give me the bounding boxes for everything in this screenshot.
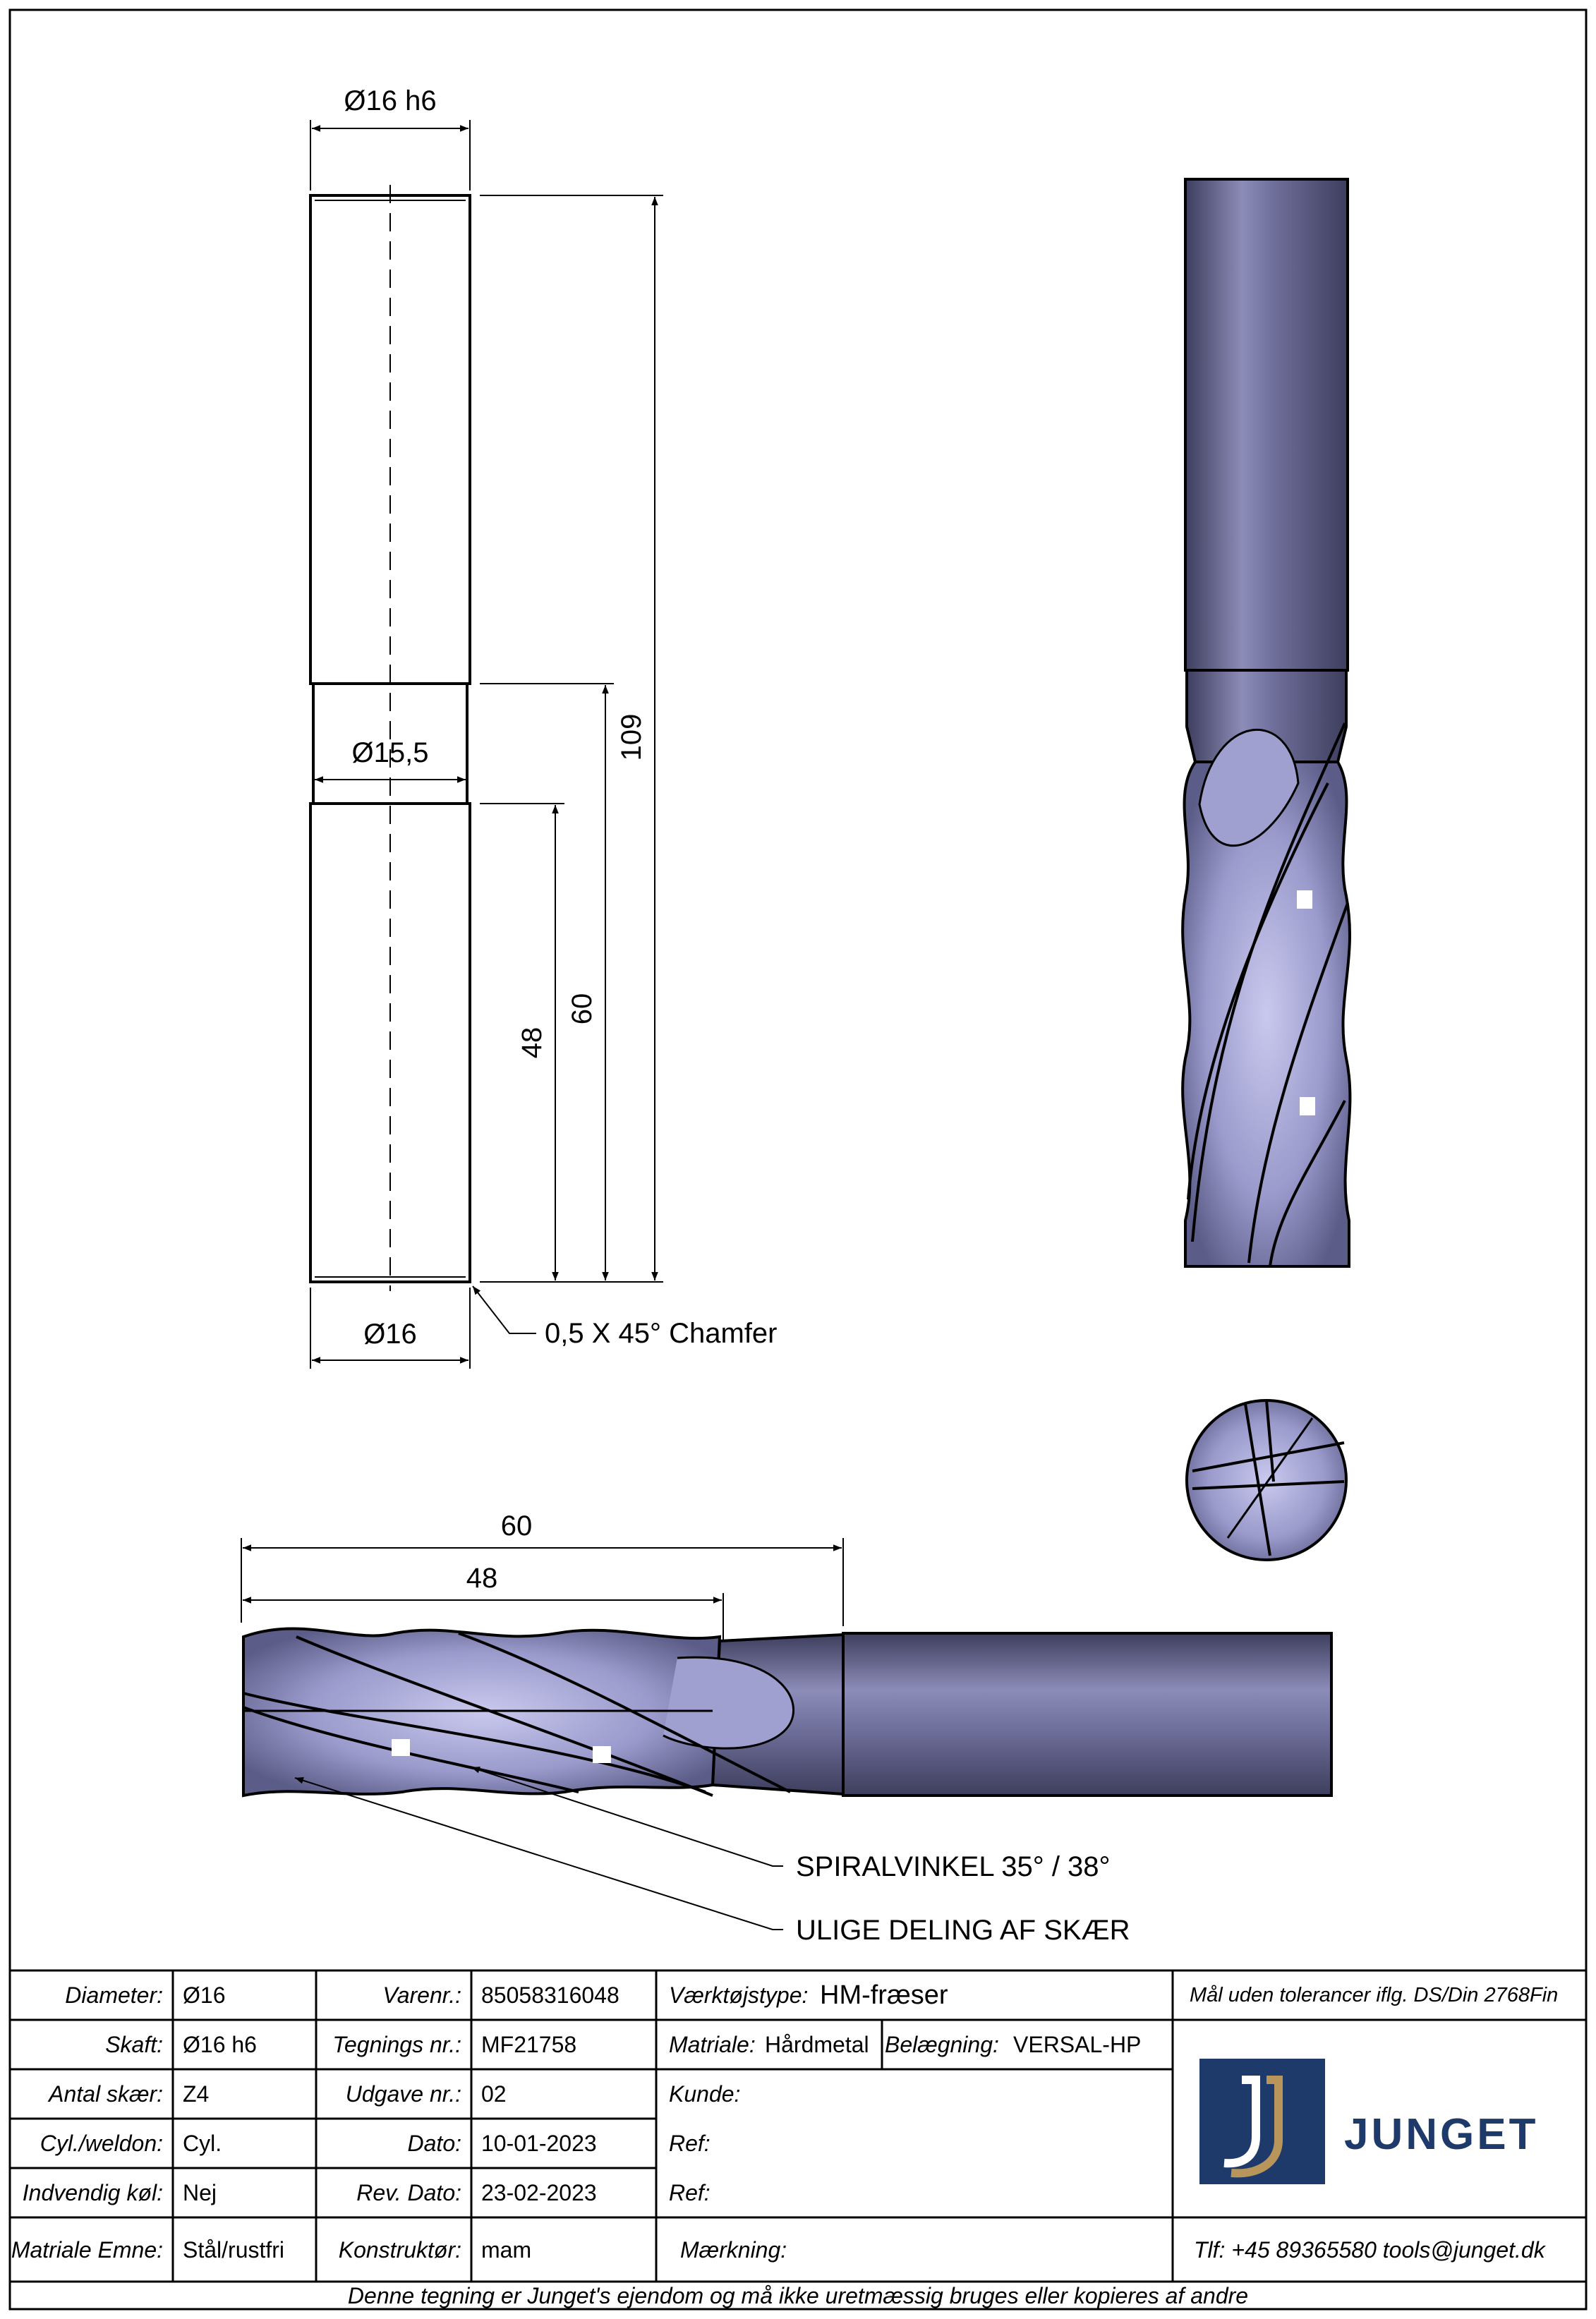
label-item-number: Varenr.: — [382, 1982, 461, 2008]
horizontal-shank — [842, 1632, 1333, 1797]
label-reference-1: Ref: — [669, 2131, 711, 2156]
value-tool-type: HM-fræser — [820, 1980, 948, 2010]
label-marking: Mærkning: — [680, 2236, 787, 2263]
horizontal-helix-4 — [458, 1632, 791, 1793]
title-block-grid — [8, 1969, 1588, 2283]
label-shank: Skaft: — [105, 2032, 163, 2057]
label-date: Dato: — [407, 2131, 461, 2156]
value-internal-cooling: Nej — [183, 2180, 217, 2205]
vertical-shank — [1184, 178, 1349, 672]
vertical-helix-2 — [1187, 782, 1329, 1200]
vertical-render — [1181, 178, 1352, 1268]
helix-callout: SPIRALVINKEL 35° / 38° — [796, 1851, 1111, 1882]
value-coating: VERSAL-HP — [1013, 2032, 1142, 2057]
value-material: Hårdmetal — [765, 2032, 869, 2057]
dim-shank-diameter: Ø16 h6 — [344, 85, 436, 116]
vertical-helix-3 — [1247, 902, 1349, 1264]
vertical-highlight-1 — [1297, 890, 1312, 909]
chamfer-note: 0,5 X 45° Chamfer — [545, 1318, 778, 1349]
dimension-lines — [310, 120, 663, 1369]
value-shank-type: Cyl. — [183, 2131, 222, 2156]
label-coating: Belægning: — [885, 2032, 999, 2057]
label-revision-number: Udgave nr.: — [345, 2081, 461, 2107]
value-workpiece-material: Stål/rustfri — [183, 2236, 285, 2263]
contact-info: Tlf: +45 89365580 tools@junget.dk — [1194, 2236, 1545, 2263]
end-view — [1185, 1399, 1348, 1561]
tolerance-note: Mål uden tolerancer iflg. DS/Din 2768Fin — [1190, 1983, 1559, 2006]
ownership-footer: Denne tegning er Junget's ejendom og må … — [347, 2282, 1249, 2308]
vertical-flute-1 — [1198, 728, 1300, 847]
dim-cutting-length: 48 — [516, 1027, 548, 1059]
label-shank-type: Cyl./weldon: — [40, 2131, 163, 2156]
value-shank: Ø16 h6 — [183, 2032, 257, 2057]
label-designer: Konstruktør: — [338, 2236, 461, 2263]
label-workpiece-material: Matriale Emne: — [11, 2236, 163, 2263]
label-reference-2: Ref: — [669, 2180, 711, 2205]
label-material: Matriale: — [669, 2032, 756, 2057]
front-view — [309, 185, 471, 1291]
horizontal-render — [242, 1627, 1333, 1798]
label-customer: Kunde: — [669, 2081, 741, 2107]
dim-neck-length: 60 — [567, 993, 598, 1025]
value-flutes: Z4 — [183, 2081, 210, 2107]
value-diameter: Ø16 — [183, 1982, 226, 2008]
value-item-number: 85058316048 — [481, 1982, 619, 2008]
label-drawing-number: Tegnings nr.: — [332, 2032, 461, 2057]
value-rev-date: 23-02-2023 — [481, 2180, 597, 2205]
value-date: 10-01-2023 — [481, 2131, 597, 2156]
horizontal-helix-2 — [243, 1706, 579, 1793]
vertical-helix-4 — [1269, 1100, 1346, 1267]
vertical-highlight-2 — [1300, 1097, 1315, 1115]
horizontal-highlight-1 — [392, 1739, 410, 1756]
horizontal-helix-1 — [243, 1692, 706, 1793]
value-designer: mam — [481, 2236, 532, 2263]
logo-j-icon — [1223, 2076, 1283, 2178]
vertical-cutting — [1181, 761, 1352, 1268]
horizontal-highlight-2 — [593, 1746, 611, 1763]
dim-cutter-diameter: Ø16 — [363, 1319, 417, 1350]
sheet-border — [8, 8, 1588, 2311]
junget-logo-text: JUNGET — [1344, 2110, 1539, 2159]
label-flutes: Antal skær: — [49, 2081, 163, 2107]
horizontal-helix-3 — [296, 1635, 713, 1797]
value-drawing-number: MF21758 — [481, 2032, 577, 2057]
label-diameter: Diameter: — [65, 1982, 163, 2008]
label-internal-cooling: Indvendig køl: — [22, 2180, 163, 2205]
cutting-outline — [309, 802, 471, 1283]
label-tool-type: Værktøjstype: — [669, 1982, 809, 2008]
dim-overall-length: 109 — [616, 714, 647, 761]
junget-logo-mark — [1199, 2059, 1325, 2184]
value-revision-number: 02 — [481, 2081, 507, 2107]
dim-neck-diameter: Ø15,5 — [352, 737, 429, 768]
dim-side-neck-length: 60 — [501, 1510, 533, 1542]
label-rev-date: Rev. Dato: — [356, 2180, 461, 2205]
dim-side-cutting-length: 48 — [466, 1563, 498, 1594]
pitch-callout: ULIGE DELING AF SKÆR — [796, 1915, 1130, 1946]
